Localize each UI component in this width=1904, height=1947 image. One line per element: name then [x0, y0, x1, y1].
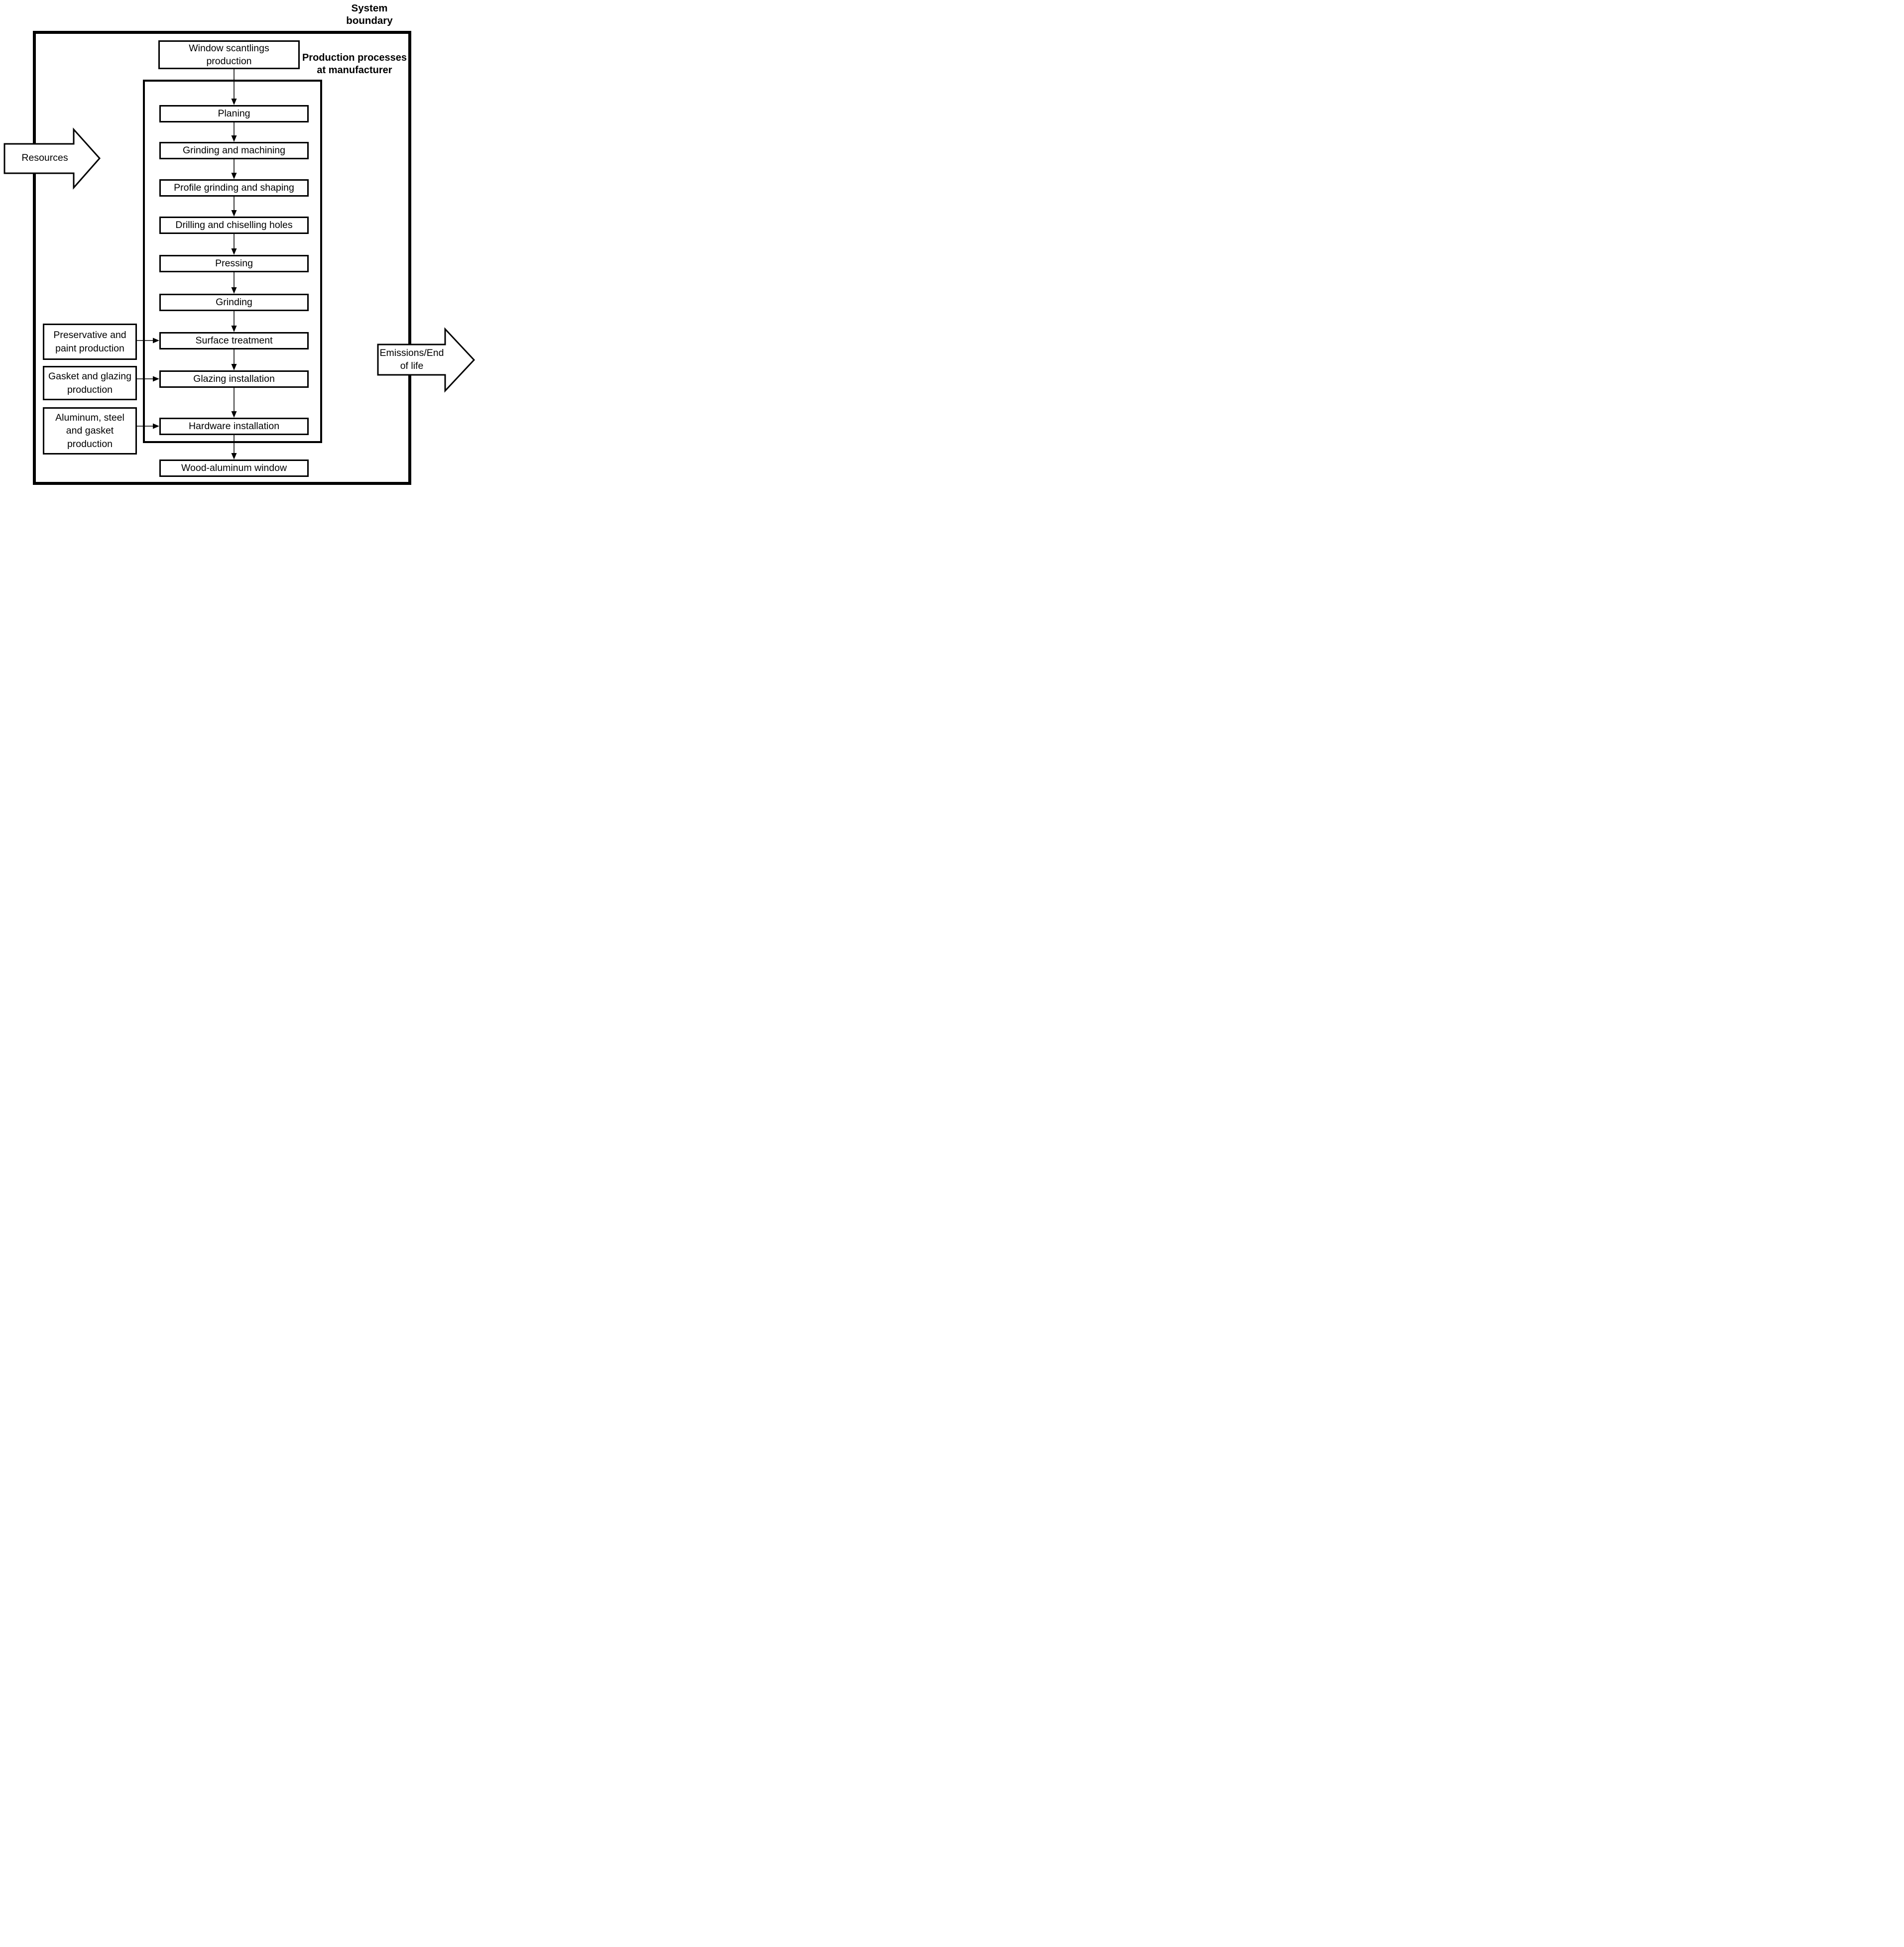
production-processes-rect: [143, 80, 322, 443]
system-boundary-label: System boundary: [346, 2, 393, 26]
process-box-pressing: Pressing: [159, 255, 309, 272]
process-box-drilling-chiselling: Drilling and chiselling holes: [159, 217, 309, 234]
input-box-aluminum-steel-gasket: Aluminum, steel and gasket production: [43, 407, 137, 455]
process-box-surface-treatment: Surface treatment: [159, 332, 309, 349]
process-box-grinding: Grinding: [159, 294, 309, 311]
input-box-gasket-glazing: Gasket and glazing production: [43, 366, 137, 400]
resources-arrow-label: Resources: [21, 152, 68, 164]
output-box-wood-aluminum-window: Wood-aluminum window: [159, 459, 309, 477]
process-box-planing: Planing: [159, 105, 309, 122]
process-box-hardware-installation: Hardware installation: [159, 418, 309, 435]
process-box-profile-grinding: Profile grinding and shaping: [159, 179, 309, 197]
input-box-preservative-paint: Preservative and paint production: [43, 324, 137, 360]
emissions-arrow-label: Emissions/End of life: [379, 347, 444, 371]
process-box-grinding-machining: Grinding and machining: [159, 142, 309, 159]
process-box-glazing-installation: Glazing installation: [159, 370, 309, 388]
window-scantlings-box: Window scantlings production: [158, 40, 300, 69]
system-boundary-rect: [33, 31, 411, 485]
production-processes-label: Production processes at manufacturer: [302, 52, 407, 76]
diagram-canvas: System boundary Production processes at …: [0, 0, 476, 487]
